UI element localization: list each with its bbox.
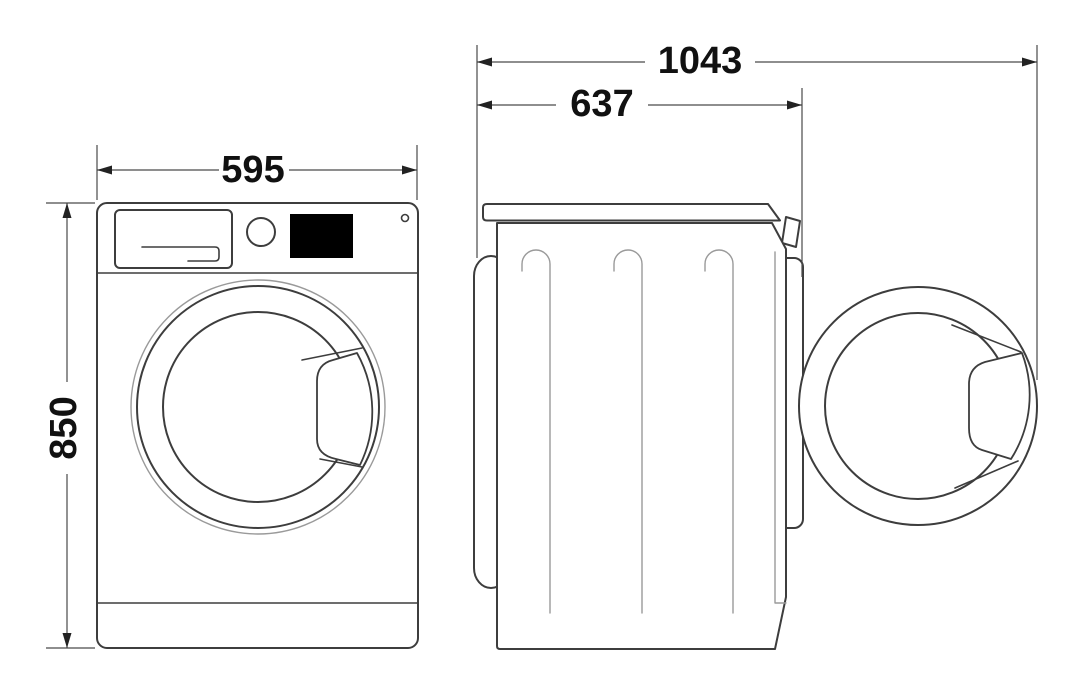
side-view xyxy=(473,203,1038,650)
label-mask xyxy=(42,382,86,474)
detergent-drawer xyxy=(114,209,233,269)
open-door-handle-pocket xyxy=(968,352,1031,460)
door-handle-edge-bottom xyxy=(319,458,363,468)
label-mask xyxy=(645,40,755,82)
front-height-label: 850 xyxy=(43,396,85,459)
dimension-annotations: 595 850 1043 63 xyxy=(42,40,1038,649)
arrowhead-right xyxy=(787,100,802,110)
front-view xyxy=(96,202,419,649)
door-trim-ring xyxy=(130,279,386,535)
side-lid xyxy=(482,203,781,222)
label-mask xyxy=(556,84,648,124)
open-door-outer-ring xyxy=(798,286,1038,526)
arrowhead-top xyxy=(62,203,72,218)
side-panel-seam-1 xyxy=(521,249,551,614)
arrowhead-left xyxy=(477,100,492,110)
dimension-height: 850 xyxy=(42,202,95,649)
arrowhead-right xyxy=(402,165,417,175)
door-outer-ring xyxy=(136,285,380,529)
side-front-inner-edge xyxy=(774,251,787,604)
power-indicator-dot xyxy=(400,213,410,223)
door-handle-pocket xyxy=(316,352,374,466)
dimension-body-depth: 637 xyxy=(477,83,803,277)
display-panel xyxy=(290,214,353,258)
dimension-overall-depth: 1043 xyxy=(476,40,1038,380)
dimension-width: 595 xyxy=(96,145,418,200)
arrowhead-bottom xyxy=(62,633,72,648)
side-door-hinge xyxy=(781,216,801,248)
arrowhead-left xyxy=(97,165,112,175)
arrowhead-left xyxy=(477,57,492,67)
front-width-label: 595 xyxy=(221,149,284,191)
program-knob xyxy=(246,217,276,247)
side-panel-seam-2 xyxy=(613,249,643,614)
open-door-handle-edge-top xyxy=(951,324,1022,353)
body-depth-label: 637 xyxy=(570,83,633,125)
side-panel-seam-3 xyxy=(704,249,734,614)
drawer-handle-line xyxy=(141,246,220,262)
label-mask xyxy=(219,146,289,190)
overall-depth-label: 1043 xyxy=(658,40,743,82)
open-door-handle-edge-bottom xyxy=(954,460,1019,489)
door-handle-edge-top xyxy=(301,347,363,361)
arrowhead-right xyxy=(1022,57,1037,67)
